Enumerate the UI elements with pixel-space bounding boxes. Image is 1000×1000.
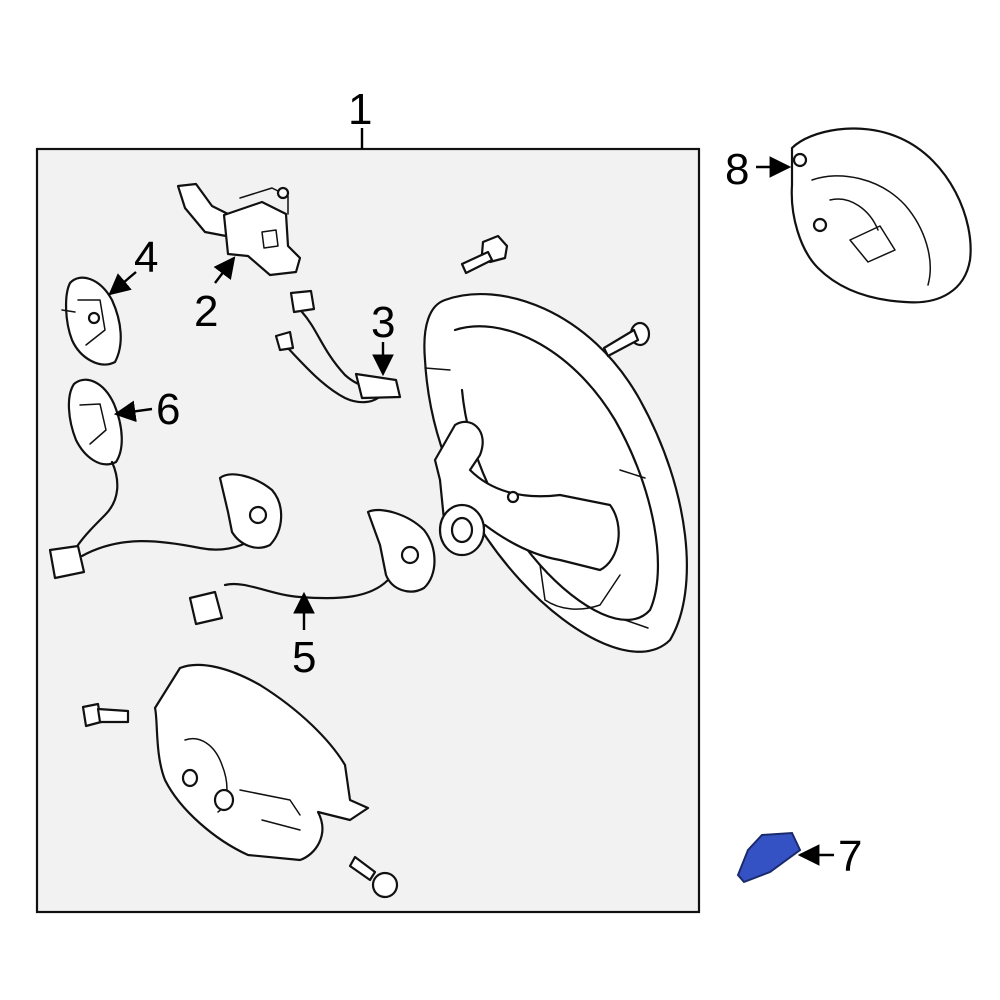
callout-6-arrow	[113, 400, 153, 423]
callout-6-label: 6	[156, 385, 180, 434]
callout-5-label: 5	[292, 633, 316, 682]
bolt-lower	[348, 855, 399, 899]
callout-3-label: 3	[371, 298, 395, 347]
airbag-module	[790, 127, 972, 304]
turn-signal-switch	[176, 182, 302, 277]
callout-2-arrow	[213, 256, 236, 284]
bolt-upper	[460, 234, 509, 275]
switch-assembly-right	[188, 508, 436, 626]
bolt-lower-left	[81, 702, 130, 728]
callout-4-arrow	[108, 271, 137, 296]
lower-cover	[153, 663, 370, 862]
callout-8-label: 8	[725, 145, 749, 194]
callout-1-label: 1	[348, 85, 372, 134]
callout-2-label: 2	[194, 287, 218, 336]
steering-wheel	[423, 293, 688, 653]
highlighted-part-7	[736, 831, 802, 884]
horn-wire-harness	[274, 289, 402, 404]
callout-4-label: 4	[134, 233, 158, 282]
bolt-right	[602, 321, 651, 358]
callout-7-label: 7	[838, 832, 862, 881]
switch-assembly-left	[48, 378, 283, 580]
switch-bezel-left-upper	[61, 276, 122, 366]
